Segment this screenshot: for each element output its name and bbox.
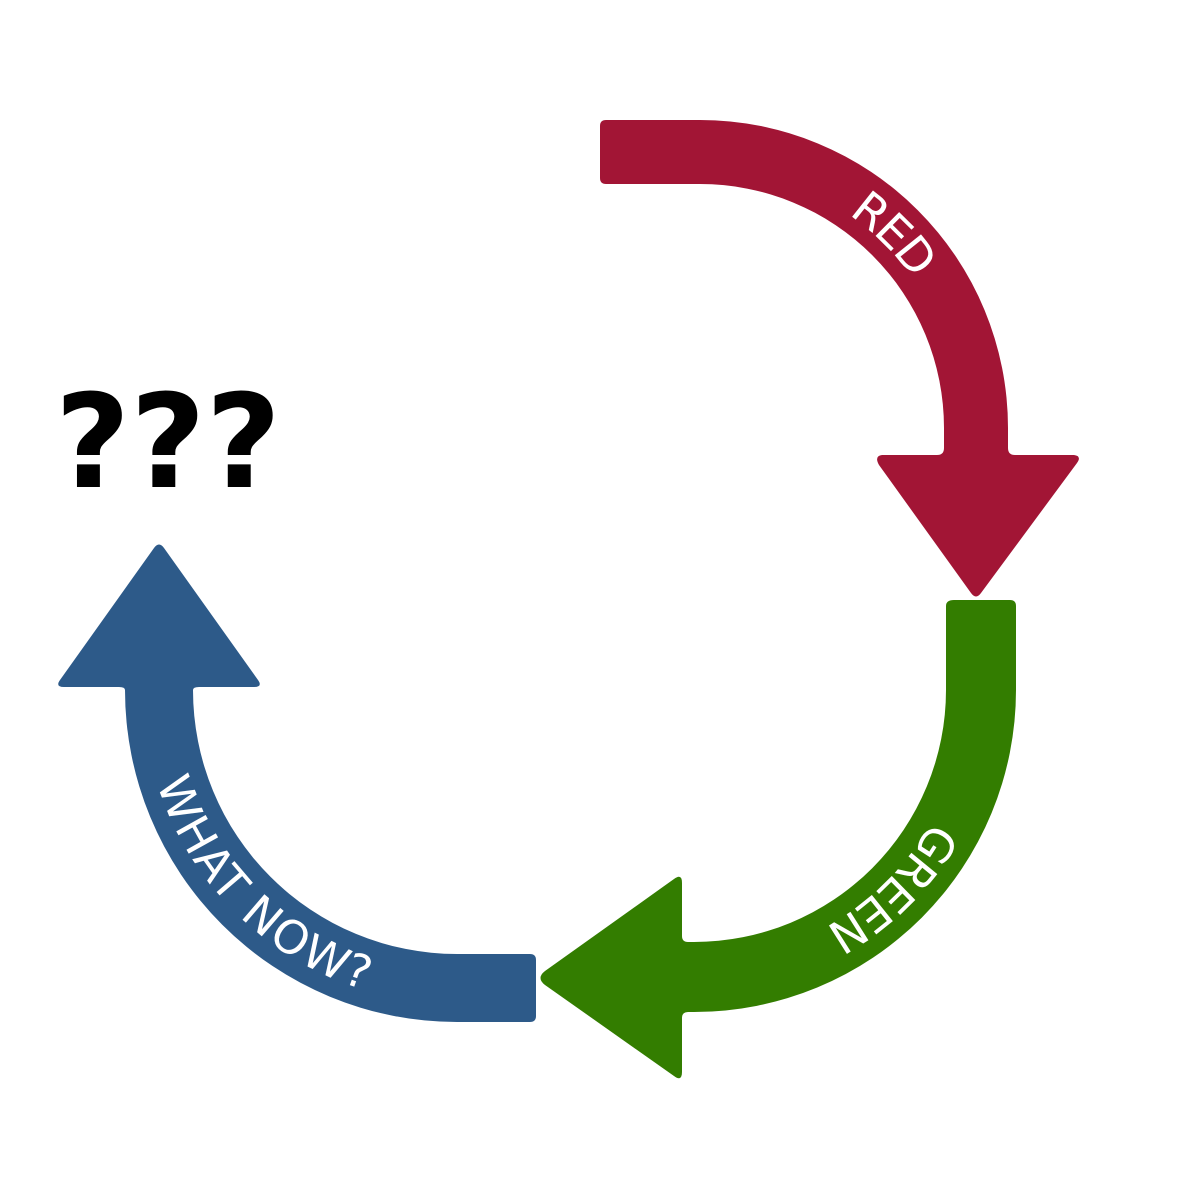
green-arrow-body (540, 600, 1016, 1079)
question-marks-text: ??? (55, 366, 281, 518)
blue-arrow-body (58, 544, 536, 1022)
blue-arrow: WHAT NOW? (58, 544, 536, 1022)
green-arrow: GREEN (540, 600, 1016, 1079)
blue-arrow-label: WHAT NOW? (146, 768, 379, 1001)
red-arrow-body (600, 120, 1079, 597)
red-arrow: RED (600, 120, 1079, 597)
